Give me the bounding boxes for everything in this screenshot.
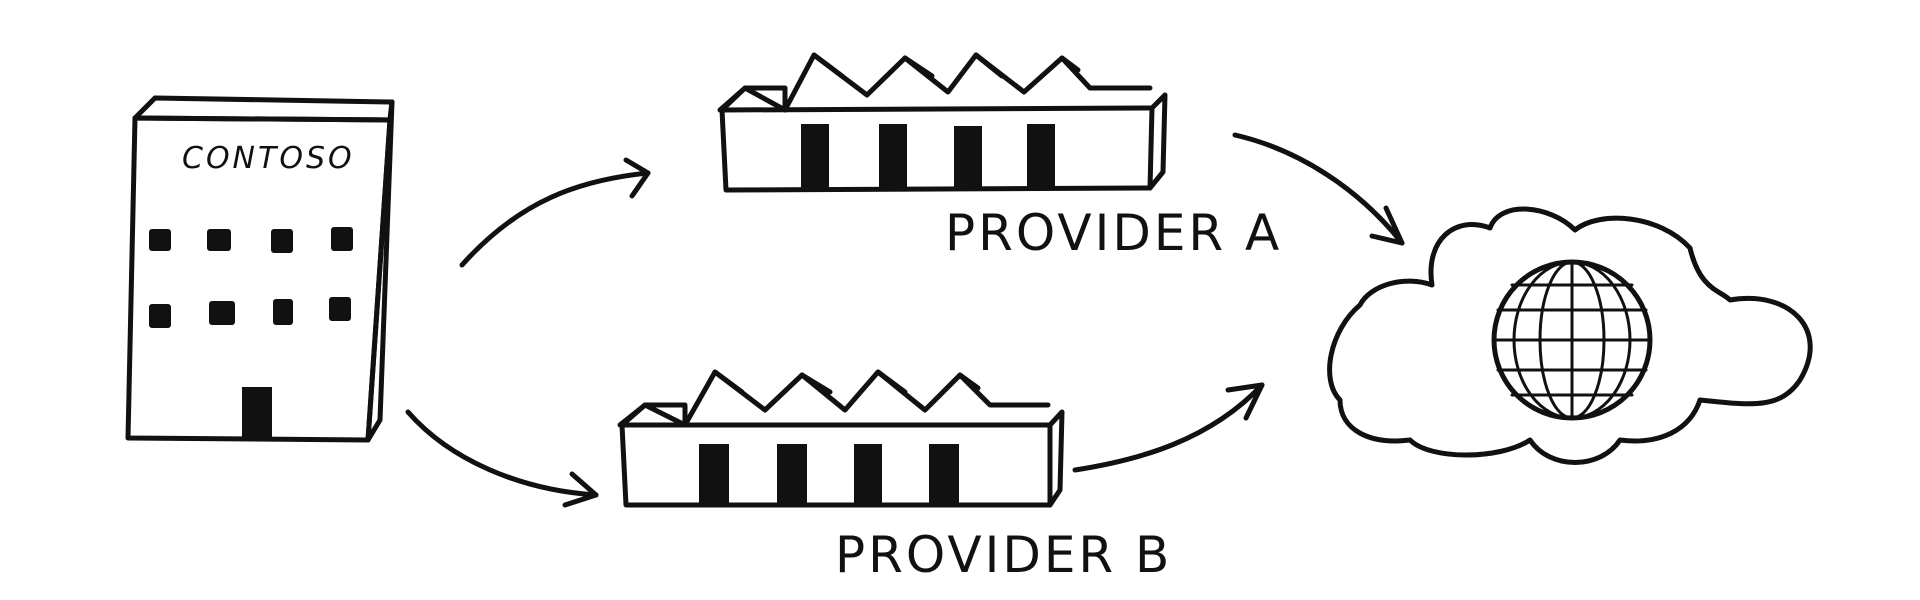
globe-icon xyxy=(1491,259,1653,421)
provider-a-factory-icon xyxy=(717,52,1168,193)
arrow-company-to-provider-b xyxy=(405,409,599,508)
arrow-provider-a-to-internet xyxy=(1232,132,1405,246)
arrow-company-to-provider-a xyxy=(459,157,651,268)
internet-cloud-icon xyxy=(1327,206,1813,465)
provider-a-label: PROVIDER A xyxy=(945,204,1282,262)
company-building-icon xyxy=(125,95,395,443)
arrow-provider-b-to-internet xyxy=(1072,382,1265,473)
provider-b-label: PROVIDER B xyxy=(835,526,1172,584)
company-label: CONTOSO xyxy=(182,141,355,176)
provider-b-factory-icon xyxy=(617,369,1065,508)
